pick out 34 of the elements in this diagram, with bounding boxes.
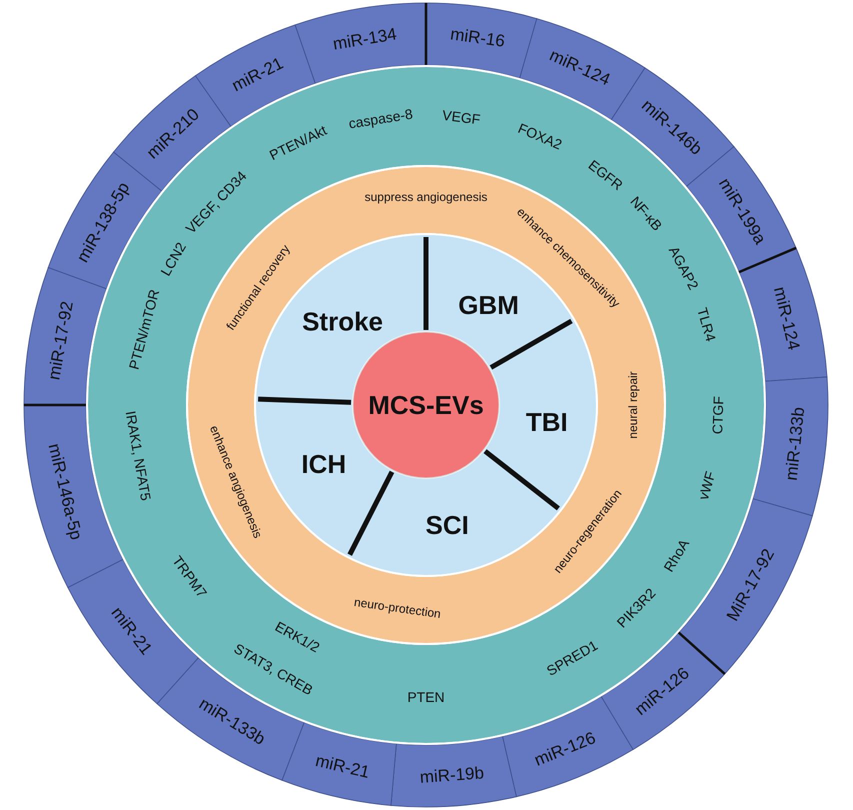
mirna-segment bbox=[390, 736, 517, 808]
mirna-label: miR-133b bbox=[782, 406, 808, 482]
gene-label: IRAK1, NFAT5 bbox=[122, 410, 154, 502]
gene-label: VEGF bbox=[441, 106, 482, 128]
mirna-label: miR-17-92 bbox=[44, 300, 77, 382]
mirna-segment bbox=[752, 376, 828, 516]
disease-label: Stroke bbox=[302, 306, 384, 337]
function-label: neuro-protection bbox=[353, 595, 442, 622]
disease-label: GBM bbox=[458, 290, 519, 320]
mirna-segment bbox=[294, 2, 426, 84]
gene-label: caspase-8 bbox=[347, 106, 414, 132]
mirna-label: miR-124 bbox=[770, 284, 804, 352]
mirna-label: miR-16 bbox=[449, 24, 506, 51]
mirna-segment bbox=[600, 632, 726, 750]
disease-label: SCI bbox=[426, 510, 469, 540]
disease-label: ICH bbox=[301, 449, 346, 479]
disease-label: TBI bbox=[526, 406, 568, 437]
mirna-label: miR-21 bbox=[314, 751, 372, 782]
center-label: MCS-EVs bbox=[368, 390, 484, 420]
mirna-segment bbox=[282, 722, 397, 806]
function-label: suppress angiogenesis bbox=[364, 190, 488, 204]
mirna-segment bbox=[426, 2, 538, 79]
gene-label: vWF bbox=[695, 469, 718, 502]
mirna-segment bbox=[24, 404, 124, 588]
mirna-segment bbox=[738, 248, 828, 382]
gene-label: TLR4 bbox=[694, 306, 720, 344]
gene-label: CTGF bbox=[709, 396, 726, 435]
gene-label: PTEN bbox=[407, 689, 445, 705]
function-label: neural repair bbox=[626, 371, 640, 439]
center-circle bbox=[352, 332, 500, 478]
mirna-segment bbox=[24, 267, 107, 406]
mirna-label: miR-19b bbox=[419, 763, 485, 787]
mirna-segment bbox=[502, 696, 634, 798]
mirna-label: miR-134 bbox=[332, 24, 398, 54]
